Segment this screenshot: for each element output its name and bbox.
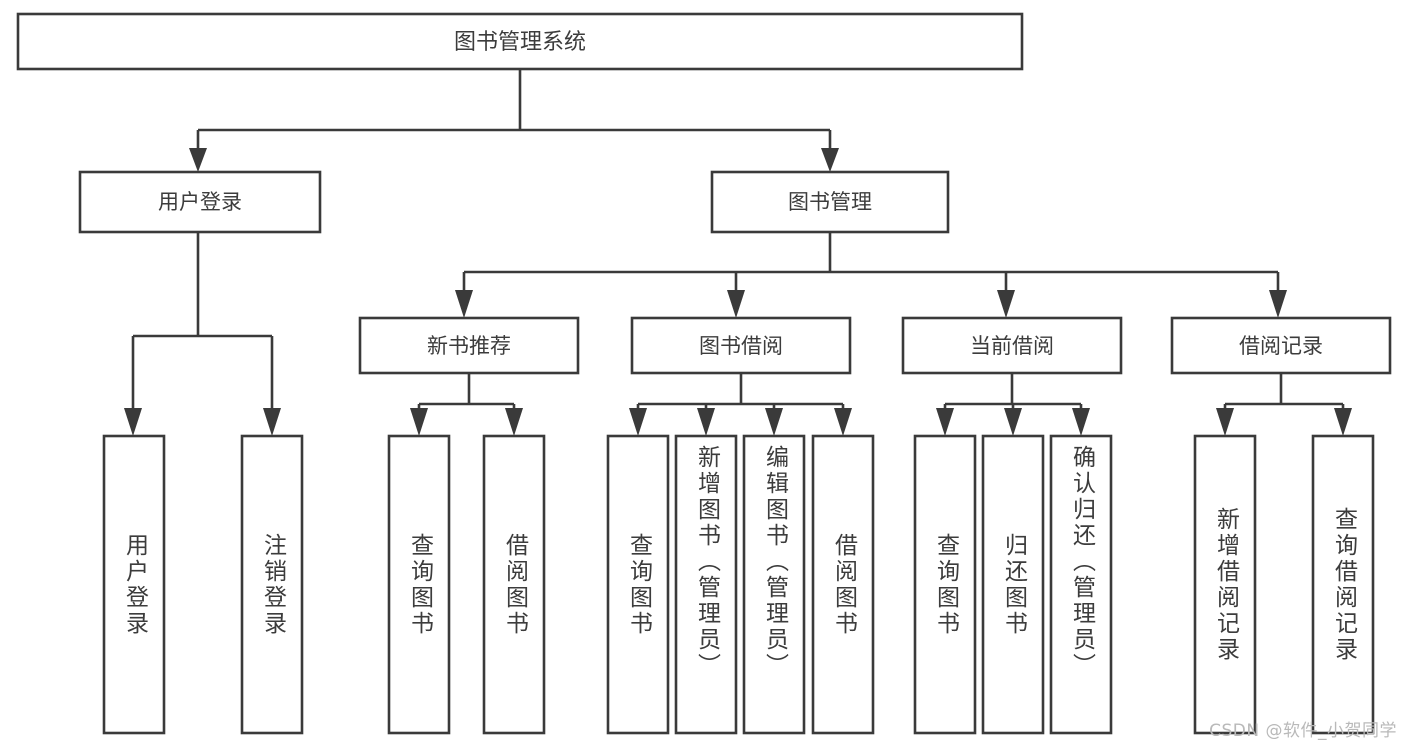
node-box-root[interactable] (16, 12, 1024, 71)
arrow-br-to-query-record (1334, 408, 1352, 436)
node-box-leaf-confirm-return[interactable] (1049, 434, 1113, 735)
node-box-borrow-record[interactable] (1170, 316, 1392, 375)
arrow-bb-to-add-book (697, 408, 715, 436)
node-user-login[interactable]: 用户登录 (78, 170, 322, 234)
node-box-book-borrow[interactable] (630, 316, 852, 375)
node-box-current-borrow[interactable] (901, 316, 1123, 375)
arrow-cb-to-return-book (1004, 408, 1022, 436)
arrow-bb-to-borrow-book (834, 408, 852, 436)
arrow-br-to-add-record (1216, 408, 1234, 436)
arrow-bm-to-current-borrow (997, 290, 1015, 318)
node-label-root: 图书管理系统 (454, 30, 586, 55)
watermark: CSDN @软件_小贺同学 (1209, 721, 1397, 741)
node-borrow-record[interactable]: 借阅记录 (1170, 316, 1392, 375)
arrow-bm-to-book-borrow (727, 290, 745, 318)
arrow-bb-to-query-book (629, 408, 647, 436)
connector-group-user-login (124, 232, 281, 436)
node-box-leaf-logout[interactable] (240, 434, 304, 735)
node-label-book-management: 图书管理 (788, 190, 872, 214)
node-box-leaf-add-borrow-record[interactable] (1193, 434, 1257, 735)
node-box-leaf-user-login[interactable] (102, 434, 166, 735)
node-box-leaf-edit-book[interactable] (742, 434, 806, 735)
arrow-root-to-user-login (189, 148, 207, 172)
arrow-user-login-to-leaf-user-login (124, 408, 142, 436)
connector-group-root (189, 69, 839, 172)
arrow-bm-to-new-book-recommend (455, 290, 473, 318)
node-box-leaf-return-book[interactable] (981, 434, 1045, 735)
node-box-leaf-query-borrow-record[interactable] (1311, 434, 1375, 735)
node-box-leaf-borrow-book[interactable] (811, 434, 875, 735)
node-label-book-borrow: 图书借阅 (699, 334, 783, 358)
node-box-leaf-add-book[interactable] (674, 434, 738, 735)
arrow-root-to-book-management (821, 148, 839, 172)
leaf-boxes (102, 434, 1375, 735)
connector-group-borrow-record (1216, 373, 1352, 436)
node-label-borrow-record: 借阅记录 (1239, 334, 1323, 358)
node-box-new-book-recommend[interactable] (358, 316, 580, 375)
node-box-leaf-query-book-recommend[interactable] (387, 434, 451, 735)
node-label-new-book-recommend: 新书推荐 (427, 334, 511, 358)
node-box-leaf-query-book-current[interactable] (913, 434, 977, 735)
arrow-cb-to-query-book (936, 408, 954, 436)
arrow-bm-to-borrow-record (1269, 290, 1287, 318)
node-box-leaf-query-book-borrow[interactable] (606, 434, 670, 735)
connector-group-book-management (455, 232, 1287, 318)
arrow-user-login-to-leaf-logout (263, 408, 281, 436)
node-label-user-login: 用户登录 (158, 190, 242, 214)
arrow-cb-to-confirm-return (1072, 408, 1090, 436)
connector-group-new-book-recommend (410, 373, 523, 436)
node-book-management[interactable]: 图书管理 (710, 170, 950, 234)
node-label-current-borrow: 当前借阅 (970, 334, 1054, 358)
node-book-borrow[interactable]: 图书借阅 (630, 316, 852, 375)
arrow-nbr-to-query-book (410, 408, 428, 436)
node-current-borrow[interactable]: 当前借阅 (901, 316, 1123, 375)
node-root[interactable]: 图书管理系统 (16, 12, 1024, 71)
connector-group-book-borrow (629, 373, 852, 436)
node-new-book-recommend[interactable]: 新书推荐 (358, 316, 580, 375)
connector-group-current-borrow (936, 373, 1090, 436)
arrow-nbr-to-borrow-book (505, 408, 523, 436)
node-box-book-management[interactable] (710, 170, 950, 234)
node-box-user-login[interactable] (78, 170, 322, 234)
arrow-bb-to-edit-book (765, 408, 783, 436)
node-box-leaf-borrow-book-recommend[interactable] (482, 434, 546, 735)
